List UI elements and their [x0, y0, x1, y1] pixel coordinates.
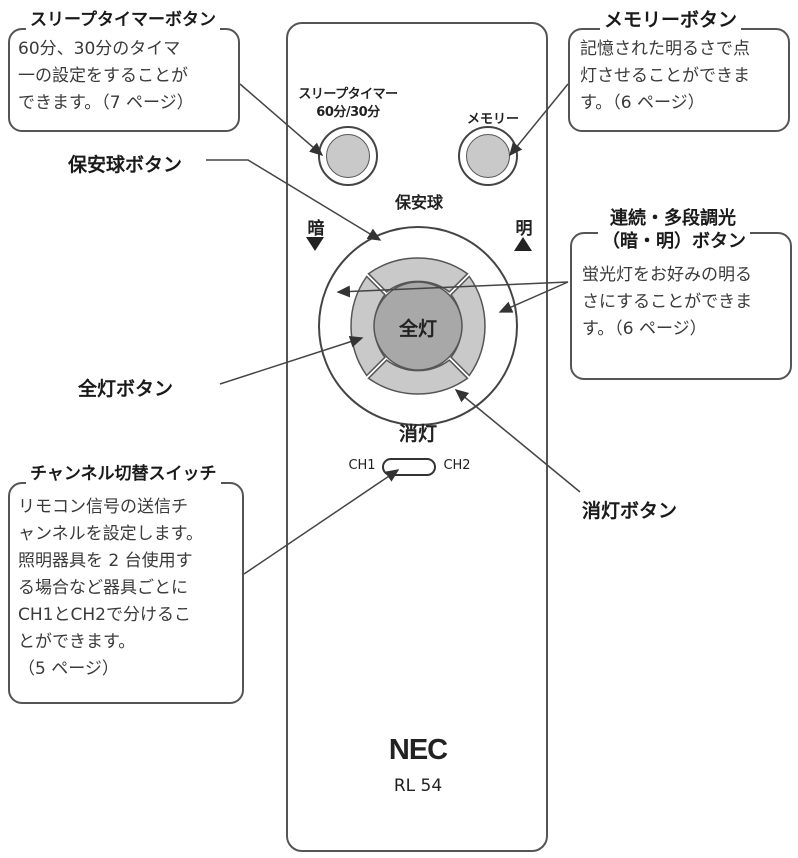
zento-leader [219, 335, 364, 385]
down-triangle-icon [306, 237, 324, 251]
memory-label: メモリー [466, 112, 519, 127]
ch2-label: CH2 [443, 458, 471, 473]
sleep-timer-description: 60分、30分のタイマ 一の設定をすることが できます。（7 ページ） [18, 39, 194, 113]
shoto-label: 消灯 [398, 423, 437, 445]
hoankyu-button-label: 保安球ボタン [68, 154, 183, 176]
ch1-label: CH1 [348, 458, 376, 473]
sleep-timer-label: スリープタイマー 60分/30分 [298, 87, 398, 120]
channel-description: リモコン信号の送信チ ャンネルを設定します。 照明器具を 2 台使用す る場合な… [18, 497, 203, 679]
remote-control-body: スリープタイマー 60分/30分 メモリー 保安球 暗 明 全灯 消灯 CH1 … [286, 22, 548, 852]
sleep-timer-callout-title: スリープタイマーボタン [26, 10, 220, 30]
hoankyu-label: 保安球 [394, 193, 443, 212]
memory-description: 記憶された明るさで点 灯させることができま す。（6 ページ） [580, 39, 750, 113]
hoankyu-button[interactable] [367, 257, 469, 293]
channel-callout-title: チャンネル切替スイッチ [26, 464, 221, 484]
channel-leader [243, 469, 400, 575]
shoto-leader [454, 389, 581, 493]
model-number: RL 54 [393, 776, 443, 796]
hoankyu-leader [206, 159, 382, 241]
sleep-timer-button[interactable] [318, 126, 378, 186]
dimmer-callout-title-line2: （暗・明）ボタン [598, 232, 750, 252]
shoto-button[interactable] [367, 359, 469, 395]
shoto-button-label: 消灯ボタン [582, 500, 678, 522]
memory-callout-title: メモリーボタン [600, 10, 742, 30]
dimmer-description: 蛍光灯をお好みの明る さにすることができま す。（6 ページ） [582, 265, 753, 339]
dim-up-leader [498, 281, 569, 313]
dimmer-callout: 蛍光灯をお好みの明る さにすることができま す。（6 ページ） [570, 232, 792, 380]
memory-leader [509, 83, 569, 157]
dimmer-callout-title-line1: 連続・多段調光 [610, 208, 736, 229]
up-triangle-icon [514, 237, 532, 251]
memory-callout: 記憶された明るさで点 灯させることができま す。（6 ページ） [568, 28, 790, 132]
dial-pad [318, 226, 518, 426]
sleep-timer-callout: 60分、30分のタイマ 一の設定をすることが できます。（7 ページ） [8, 28, 240, 132]
zento-button[interactable] [373, 281, 463, 371]
zento-button-label: 全灯ボタン [78, 378, 174, 400]
dim-down-leader [336, 281, 569, 298]
sleep-timer-leader [239, 83, 324, 156]
bright-label: 明 [515, 219, 533, 239]
dark-label: 暗 [307, 219, 325, 239]
channel-callout: リモコン信号の送信チ ャンネルを設定します。 照明器具を 2 台使用す る場合な… [8, 482, 244, 704]
brand-logo: NEC [388, 734, 448, 766]
zento-label: 全灯 [398, 318, 437, 340]
